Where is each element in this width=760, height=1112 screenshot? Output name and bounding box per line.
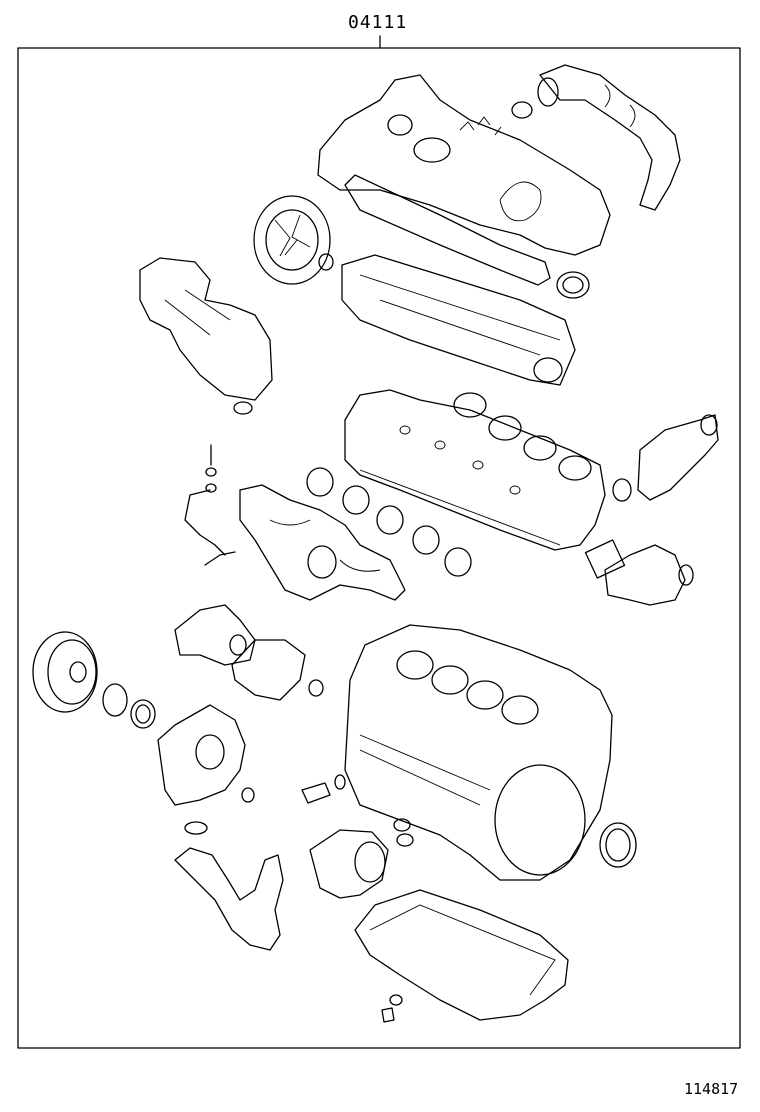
thermostat-housing — [637, 414, 719, 501]
crankshaft-pulley — [32, 631, 98, 713]
front-oil-seal — [130, 699, 156, 729]
exhaust-manifold-gaskets — [306, 467, 472, 577]
exhaust-manifold — [239, 484, 406, 601]
water-outlet — [604, 544, 694, 606]
small-o-ring — [334, 774, 346, 790]
turbo-oil-pipe — [184, 444, 236, 566]
oil-strainer — [174, 847, 284, 951]
water-outlet-gasket — [584, 539, 626, 579]
rear-oil-seal — [599, 822, 637, 868]
diagram-frame — [17, 47, 741, 1049]
water-pump-o-ring — [308, 679, 324, 697]
drain-plug-gasket — [389, 994, 403, 1006]
oil-drain-plug — [381, 1007, 395, 1023]
camshaft-sprocket — [253, 195, 331, 285]
cylinder-block — [344, 624, 613, 881]
egr-gasket — [233, 401, 253, 415]
camshaft-housing — [341, 254, 576, 386]
oil-pressure-switch — [301, 782, 331, 804]
camshaft-seal-small — [318, 253, 334, 271]
oil-pump-o-ring — [241, 787, 255, 803]
oil-pan — [354, 889, 569, 1021]
oil-pump-cover — [157, 704, 246, 806]
breather-hose — [537, 64, 681, 211]
oil-strainer-gasket — [184, 821, 208, 835]
cylinder-head — [344, 389, 606, 551]
valve-cover — [317, 74, 611, 256]
water-pump-gasket — [231, 639, 306, 701]
camshaft-oil-seal — [556, 271, 590, 299]
figure-id-label: 114817 — [684, 1080, 739, 1098]
part-number-label: 04111 — [348, 12, 408, 33]
thermostat-gasket — [612, 478, 632, 502]
water-pump — [174, 604, 256, 666]
oil-filter-bracket — [309, 829, 389, 899]
oil-filter-bracket-gasket — [393, 818, 414, 847]
egr-valve-assembly — [139, 257, 273, 401]
crankshaft-sprocket — [102, 683, 128, 717]
breather-o-ring — [511, 101, 533, 119]
valve-cover-gasket — [344, 174, 551, 286]
